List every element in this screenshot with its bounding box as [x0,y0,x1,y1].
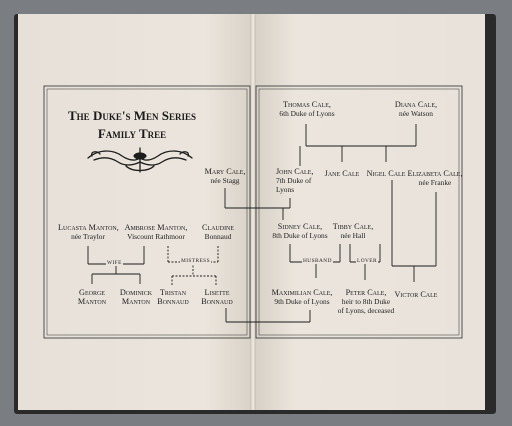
relation-mistress-label: mistress [180,258,211,264]
person-jane-cale: Jane Cale [322,169,362,178]
person-lisette-bonnaud: Lisette Bonnaud [198,288,236,306]
person-sidney-cale: Sidney Cale, 8th Duke of Lyons [268,222,332,240]
person-name: Tristan [159,288,187,297]
relation-wife-label: wife [106,260,123,266]
person-detail: née Traylor [71,232,105,241]
person-diana-cale: Diana Cale, née Watson [388,100,444,118]
person-detail: heir to 8th Duke [341,297,391,306]
person-name: Jane Cale [324,169,360,178]
page-subtitle: Family Tree [97,126,167,141]
left-border-inner [46,88,248,336]
person-maximilian-cale: Maximilian Cale, 9th Duke of Lyons [270,288,334,306]
person-detail: Manton [121,297,151,306]
person-detail: née Stagg [210,176,240,185]
person-detail: née Watson [399,109,433,118]
person-detail: 7th Duke of [276,176,312,185]
page-title: The Duke's Men Series [68,108,196,123]
person-name: Diana Cale, [394,100,438,109]
person-detail: Bonnaud [201,297,233,306]
person-name: Victor Cale [394,290,438,299]
person-nigel-cale: Nigel Cale [364,169,408,178]
person-name: Lisette [204,288,230,297]
person-name: John Cale, [276,167,314,176]
person-peter-cale: Peter Cale, heir to 8th Duke of Lyons, d… [336,288,396,315]
book-spine [250,14,256,410]
person-name: George [79,288,105,297]
person-detail: 9th Duke of Lyons [274,297,330,306]
person-detail: née Hall [340,231,366,240]
person-name: Nigel Cale [366,169,406,178]
person-detail: née Franke [418,178,452,187]
person-detail: Manton [77,297,107,306]
person-name: Mary Cale, [204,167,246,176]
person-john-cale: John Cale, 7th Duke of Lyons [276,167,322,194]
right-border-outer [255,85,463,339]
left-border-outer [43,85,251,339]
person-name: Elizabeta Cale, [407,169,463,178]
person-detail: 8th Duke of Lyons [272,231,328,240]
person-name: Peter Cale, [345,288,387,297]
person-detail: Bonnaud [204,232,232,241]
person-tristan-bonnaud: Tristan Bonnaud [154,288,192,306]
person-detail: Viscount Rathmoor [127,232,185,241]
person-ambrose-manton: Ambrose Manton, Viscount Rathmoor [124,223,188,241]
person-dominick-manton: Dominick Manton [116,288,156,306]
person-george-manton: George Manton [74,288,110,306]
person-detail: of Lyons, deceased [337,306,395,315]
person-lucasta-manton: Lucasta Manton, née Traylor [58,223,119,241]
person-name: Tibby Cale, [332,222,374,231]
person-victor-cale: Victor Cale [392,290,440,299]
person-claudine-bonnaud: Claudine Bonnaud [196,223,240,241]
person-mary-cale: Mary Cale, née Stagg [200,167,250,185]
person-name: Dominick [119,288,153,297]
relation-husband-label: husband [302,258,333,264]
right-page [253,14,485,410]
person-name: Lucasta Manton, [58,223,119,232]
page-border-frame [43,85,463,339]
person-thomas-cale: Thomas Cale, 6th Duke of Lyons [278,100,336,118]
person-elizabeta-cale: Elizabeta Cale, née Franke [406,169,464,187]
person-detail: Lyons [276,185,295,194]
left-page [18,14,253,410]
mistress-connectors [167,246,219,286]
person-name: Sidney Cale, [277,222,323,231]
right-border-inner [258,88,460,336]
tree-connectors [87,124,437,323]
ornament-flourish [87,147,193,173]
person-detail: 6th Duke of Lyons [279,109,335,118]
person-name: Thomas Cale, [283,100,331,109]
person-name: Claudine [201,223,235,232]
person-name: Ambrose Manton, [124,223,188,232]
person-tibby-cale: Tibby Cale, née Hall [328,222,378,240]
person-name: Maximilian Cale, [271,288,333,297]
relation-lover-label: lover [356,258,378,264]
person-detail: Bonnaud [157,297,189,306]
